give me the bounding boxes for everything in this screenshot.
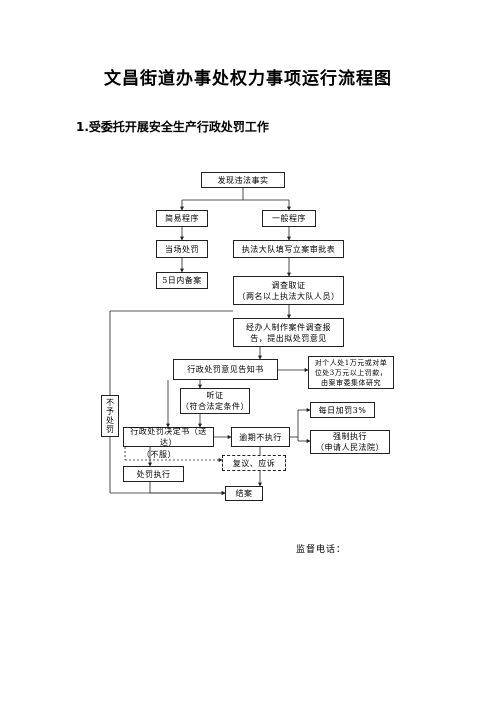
node-investigation: 调查取证 （两名以上执法大队人员） xyxy=(233,276,344,305)
node-discover: 发现违法事实 xyxy=(201,172,285,188)
node-case-filing: 执法大队填写立案审批表 xyxy=(233,240,344,258)
node-onsite-penalty: 当场处罚 xyxy=(156,240,208,258)
node-review-litigation: 复议、应诉 xyxy=(222,455,286,471)
section-subtitle: 1.受委托开展安全生产行政处罚工作 xyxy=(76,120,269,134)
page-title: 文昌街道办事处权力事项运行流程图 xyxy=(104,69,392,89)
supervision-phone-label: 监督电话： xyxy=(296,545,347,555)
node-investigation-report: 经办人制作案件调查报 告，提出拟处罚意见 xyxy=(233,318,344,347)
label-objection: （不服） xyxy=(142,449,176,459)
node-hearing: 听证 （符合法定条件） xyxy=(180,388,250,414)
node-collective-review: 对个人处1万元或对单 位处3万元以上罚款， 由案审委集体研究 xyxy=(308,356,394,389)
node-no-penalty: 不予处罚 xyxy=(101,395,119,437)
node-overdue: 逾期不执行 xyxy=(231,427,290,447)
node-case-closed: 结案 xyxy=(225,486,263,501)
node-record-5-days: 5日内备案 xyxy=(156,272,208,289)
node-general-procedure: 一般程序 xyxy=(262,210,316,227)
node-daily-surcharge: 每日加罚3% xyxy=(310,402,375,418)
node-penalty-execution: 处罚执行 xyxy=(123,466,184,482)
node-enforcement: 强制执行 （申请人民法院） xyxy=(310,430,390,454)
node-penalty-decision: 行政处罚决定书（送达） xyxy=(123,427,214,447)
node-penalty-notice: 行政处罚意见告知书 xyxy=(173,359,278,380)
node-simple-procedure: 简易程序 xyxy=(156,210,208,227)
